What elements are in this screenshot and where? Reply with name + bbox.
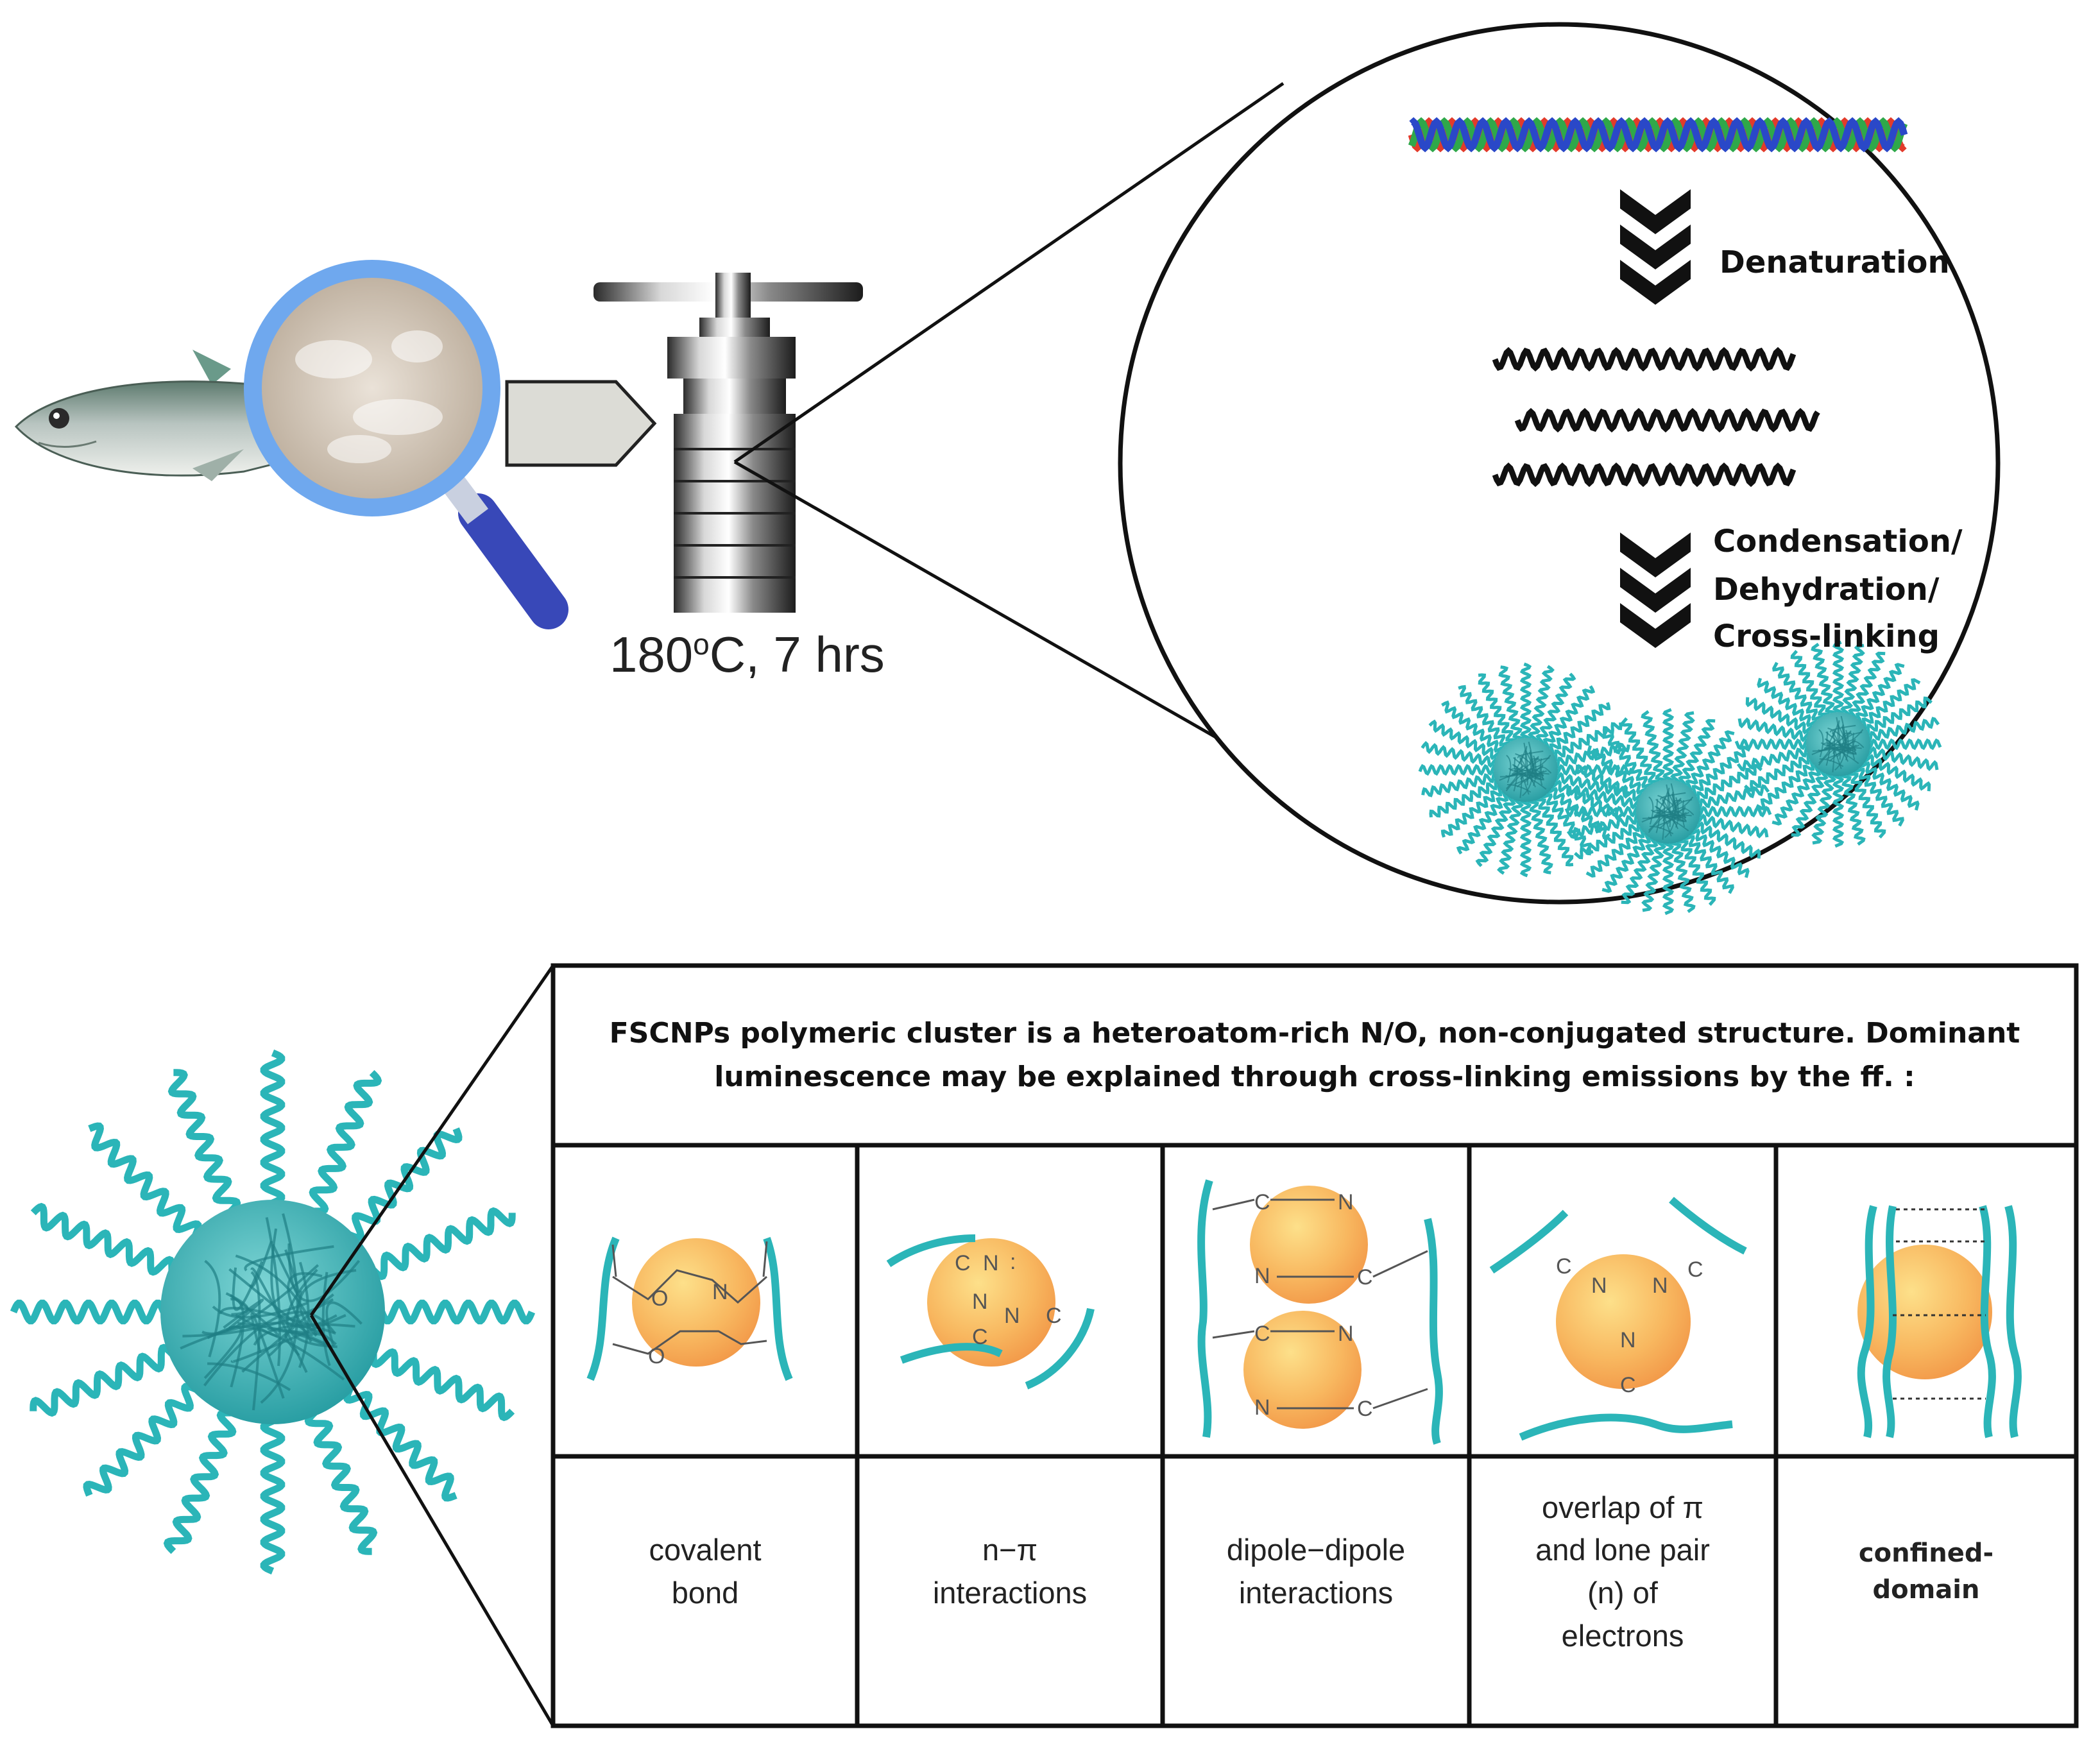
svg-text:C: C — [1687, 1257, 1703, 1282]
dehydration-label: Dehydration/ — [1713, 572, 1940, 608]
protein-triple-helix — [1408, 117, 1908, 153]
oxygen-label: O — [651, 1286, 668, 1311]
magnifier-icon — [244, 260, 568, 629]
crosslinking-label: Cross-linking — [1713, 618, 1940, 654]
pi-lone-pair-overlap-illustration: C N N C N C — [1489, 1197, 1747, 1441]
table-header-cell: FSCNPs polymeric cluster is a heteroatom… — [553, 966, 2076, 1145]
carbon-nanoparticles-small — [1418, 640, 1942, 916]
svg-text:N: N — [1620, 1328, 1636, 1352]
autoclave-reactor-icon — [593, 273, 863, 613]
svg-text:C: C — [1046, 1304, 1062, 1328]
reaction-condition-label: 180oC, 7 hrs — [610, 626, 885, 683]
condensation-label: Condensation/ — [1713, 524, 1963, 559]
svg-text:C: C — [1254, 1322, 1270, 1346]
nitrogen-label: N — [712, 1280, 728, 1304]
svg-text:C: C — [1556, 1254, 1572, 1279]
svg-text:C: C — [955, 1251, 971, 1275]
svg-text:C: C — [1357, 1397, 1373, 1421]
svg-text:C: C — [1357, 1265, 1373, 1290]
svg-text:C: C — [972, 1325, 988, 1349]
mechanism-table — [551, 963, 2079, 1728]
crosslinking-chevrons — [1620, 532, 1691, 648]
svg-text:N: N — [1338, 1190, 1354, 1214]
svg-text::: : — [1010, 1250, 1016, 1274]
svg-text:N: N — [972, 1290, 988, 1314]
denaturation-label: Denaturation — [1720, 244, 1950, 280]
confined-domain-illustration — [1857, 1205, 2022, 1438]
svg-text:N: N — [1338, 1322, 1354, 1346]
zoom-circle — [1118, 22, 2001, 905]
carbon-nanoparticle-large — [10, 1049, 536, 1575]
process-arrow — [505, 380, 657, 467]
svg-text:N: N — [1591, 1274, 1607, 1298]
svg-text:C: C — [1620, 1373, 1636, 1397]
denatured-strands — [1492, 346, 1820, 488]
svg-text:N: N — [1254, 1264, 1270, 1288]
dipole-dipole-illustration: C N N C C N N C — [1197, 1179, 1443, 1445]
svg-text:N: N — [1652, 1274, 1668, 1298]
svg-text:N: N — [983, 1251, 999, 1275]
svg-text:C: C — [1254, 1190, 1270, 1214]
svg-text:N: N — [1004, 1304, 1020, 1328]
oxygen-label: O — [648, 1344, 665, 1368]
n-pi-illustration: C N : N N C C — [886, 1234, 1095, 1390]
svg-text:N: N — [1254, 1395, 1270, 1420]
denaturation-chevrons — [1620, 189, 1691, 305]
covalent-bond-illustration: O O N — [586, 1236, 793, 1381]
table-header-text: FSCNPs polymeric cluster is a heteroatom… — [609, 1016, 2020, 1093]
mechanism-label-confined-domain: confined-domain — [1858, 1538, 1994, 1605]
